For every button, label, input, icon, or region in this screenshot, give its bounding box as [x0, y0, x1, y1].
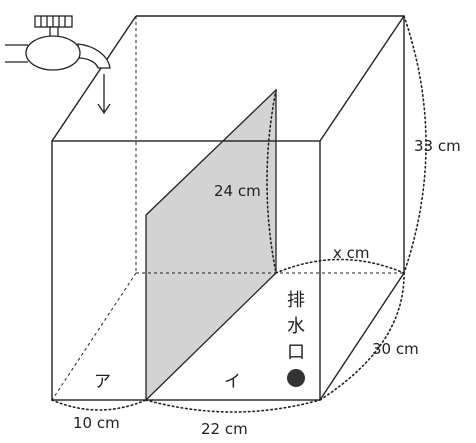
- partition-plate: [145, 88, 277, 402]
- down-arrow-icon: [97, 74, 111, 115]
- section-a-label: ア: [94, 372, 111, 392]
- hidden-edges: [51, 16, 404, 401]
- front-right-label: 22 cm: [201, 420, 248, 438]
- drain-hole-icon: [287, 369, 305, 387]
- front-right-arc: [145, 399, 321, 413]
- box-edges: [51, 15, 405, 401]
- drain-label-char-1: 排: [287, 290, 305, 311]
- faucet-icon: [5, 15, 111, 71]
- front-left-label: 10 cm: [73, 414, 120, 432]
- section-b-label: イ: [224, 372, 241, 392]
- front-left-arc: [51, 399, 147, 411]
- partition-height-label: 24 cm: [214, 182, 261, 200]
- x-length-arc: [275, 258, 405, 274]
- height-arc: [403, 15, 427, 274]
- drain-label-char-2: 水: [287, 316, 305, 337]
- depth-label: 30 cm: [372, 340, 419, 358]
- drain-label-char-3: 口: [287, 342, 305, 363]
- dimension-arcs: [51, 15, 427, 413]
- partition-height-arc: [266, 89, 277, 274]
- depth-arc: [319, 272, 405, 401]
- height-label: 33 cm: [414, 137, 461, 155]
- unknown-length-label: x cm: [333, 244, 370, 262]
